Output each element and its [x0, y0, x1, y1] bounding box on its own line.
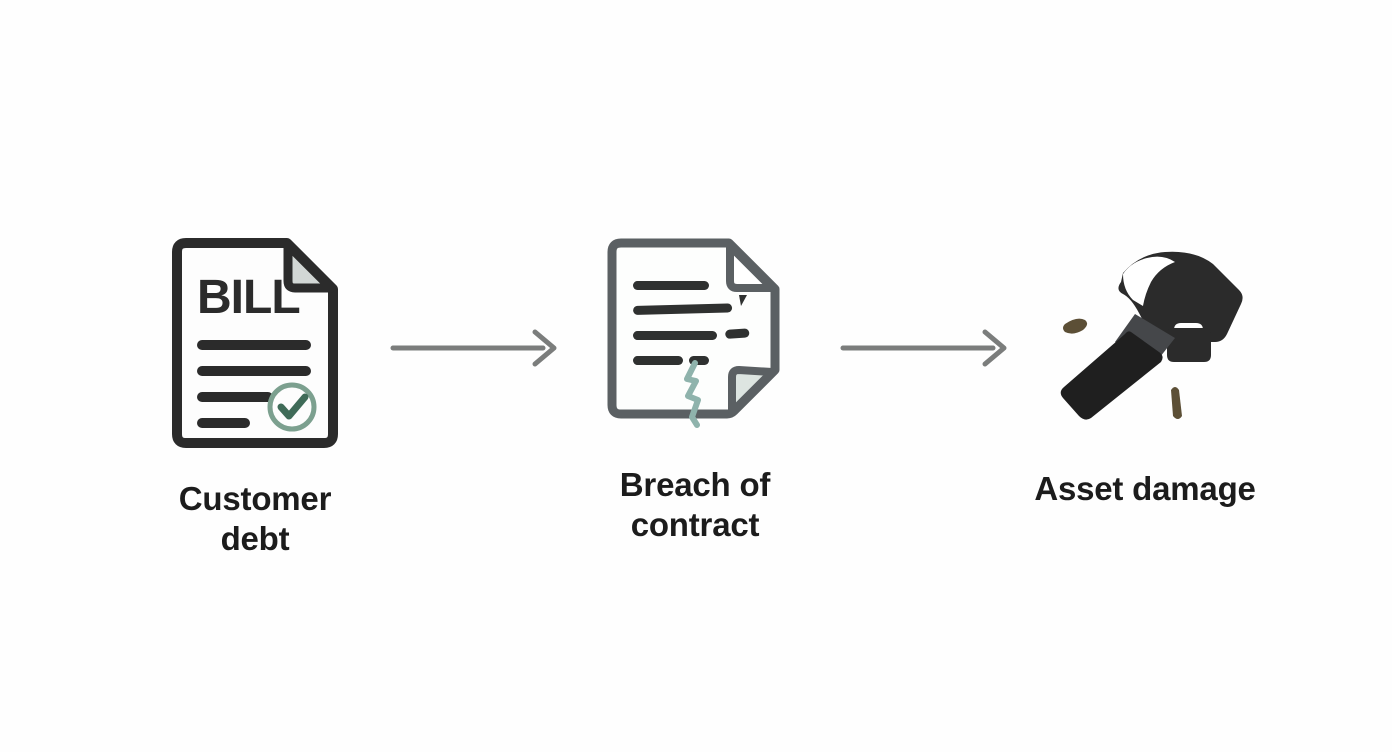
flow-node-asset-damage: Asset damage — [1030, 238, 1260, 509]
flow-node-customer-debt: BILL Customer debt — [140, 238, 370, 560]
bill-icon-text: BILL — [197, 271, 300, 324]
flow-node-label-breach-of-contract: Breach of contract — [619, 466, 771, 544]
flow-node-label-asset-damage: Asset damage — [1034, 470, 1256, 507]
hammer-icon — [1035, 238, 1255, 443]
flow-arrow-breach-to-damage — [838, 325, 1013, 376]
flow-node-label-customer-debt: Customer debt — [178, 480, 332, 558]
torn-contract-document-icon — [603, 238, 787, 439]
flow-node-breach-of-contract: Breach of contract — [580, 238, 810, 546]
bill-document-check-icon: BILL — [167, 238, 343, 453]
flow-arrow-debt-to-breach — [388, 325, 563, 376]
